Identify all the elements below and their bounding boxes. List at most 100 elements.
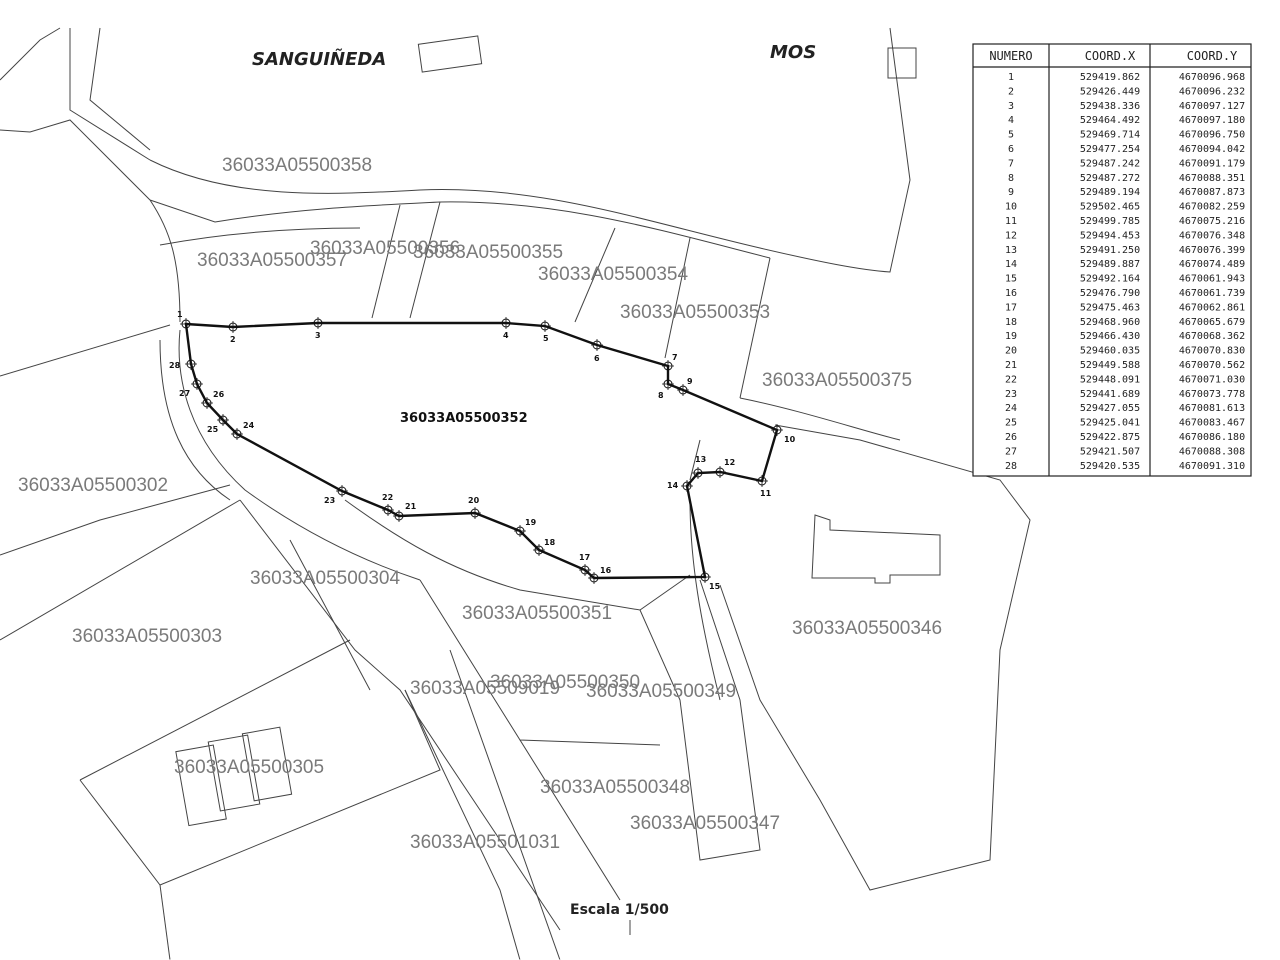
table-cell-coord-x: 529477.254	[1080, 144, 1140, 155]
table-header-numero: NUMERO	[989, 49, 1032, 63]
vertex-number: 26	[213, 390, 225, 399]
table-cell-coord-y: 4670091.310	[1179, 461, 1245, 472]
vertex-number: 19	[525, 518, 537, 527]
vertex-number: 7	[672, 353, 678, 362]
table-cell-coord-y: 4670096.232	[1179, 86, 1245, 97]
table-cell-numero: 22	[1005, 374, 1017, 385]
vertex-crosshair	[681, 480, 693, 492]
table-cell-numero: 11	[1005, 216, 1017, 227]
vertex-number: 20	[468, 496, 480, 505]
table-cell-coord-y: 4670087.873	[1179, 187, 1245, 198]
table-cell-coord-x: 529422.875	[1080, 432, 1140, 443]
table-cell-numero: 1	[1008, 72, 1014, 83]
vertex-crosshair	[714, 466, 726, 478]
table-cell-numero: 17	[1005, 302, 1017, 313]
table-cell-numero: 2	[1008, 86, 1014, 97]
table-cell-coord-y: 4670071.030	[1179, 374, 1245, 385]
main-parcel-boundary	[184, 321, 779, 580]
table-header-coord-x: COORD.X	[1085, 49, 1136, 63]
vertex-number: 17	[579, 553, 590, 562]
table-cell-coord-x: 529460.035	[1080, 346, 1140, 357]
table-cell-coord-y: 4670075.216	[1179, 216, 1245, 227]
vertex-crosshair	[771, 424, 783, 436]
vertex-number: 15	[709, 582, 721, 591]
table-cell-numero: 9	[1008, 187, 1014, 198]
parcel-label: 36033A05500303	[72, 626, 222, 647]
table-cell-numero: 25	[1005, 418, 1017, 429]
vertex-number: 27	[179, 389, 190, 398]
vertex-number: 28	[169, 361, 181, 370]
vertex-number: 9	[687, 377, 693, 386]
table-cell-coord-y: 4670094.042	[1179, 144, 1245, 155]
table-cell-coord-x: 529489.887	[1080, 259, 1140, 270]
table-cell-numero: 26	[1005, 432, 1017, 443]
table-cell-numero: 20	[1005, 346, 1017, 357]
vertex-number: 23	[324, 496, 335, 505]
parcel-boundaries	[0, 27, 1280, 960]
table-cell-coord-y: 4670086.180	[1179, 432, 1245, 443]
vertex-crosshair	[231, 428, 243, 440]
vertex-number: 22	[382, 493, 393, 502]
vertex-number: 1	[177, 310, 183, 319]
table-cell-coord-y: 4670097.180	[1179, 115, 1245, 126]
vertex-crosshair	[588, 572, 600, 584]
table-cell-coord-y: 4670074.489	[1179, 259, 1245, 270]
parcel-label: 36033A05500356	[310, 238, 460, 259]
table-cell-coord-y: 4670068.362	[1179, 331, 1245, 342]
table-cell-coord-x: 529469.714	[1080, 130, 1140, 141]
vertex-number: 12	[724, 458, 735, 467]
parcel-label: 36033A05500353	[620, 302, 770, 323]
vertex-crosshair	[185, 358, 197, 370]
vertex-number: 10	[784, 435, 796, 444]
vertex-crosshair	[217, 414, 229, 426]
table-cell-coord-x: 529489.194	[1080, 187, 1140, 198]
table-cell-coord-x: 529502.465	[1080, 202, 1140, 213]
parcel-label: 36033A05500304	[250, 568, 400, 589]
table-header-coord-y: COORD.Y	[1187, 49, 1238, 63]
table-cell-coord-y: 4670081.613	[1179, 403, 1245, 414]
table-cell-coord-x: 529487.242	[1080, 158, 1140, 169]
table-cell-coord-x: 529475.463	[1080, 302, 1140, 313]
vertex-crosshair	[692, 467, 704, 479]
table-cell-coord-x: 529492.164	[1080, 274, 1140, 285]
vertex-crosshair	[514, 525, 526, 537]
table-cell-coord-x: 529448.091	[1080, 374, 1140, 385]
scale-label: Escala 1/500	[570, 902, 669, 918]
vertex-number: 18	[544, 538, 556, 547]
table-cell-coord-x: 529494.453	[1080, 230, 1140, 241]
table-cell-coord-y: 4670091.179	[1179, 158, 1245, 169]
table-cell-numero: 18	[1005, 317, 1017, 328]
table-cell-coord-x: 529421.507	[1080, 446, 1140, 457]
parcel-label: 36033A05509019	[410, 678, 560, 699]
table-frame	[972, 43, 1252, 477]
table-cell-coord-y: 4670088.351	[1179, 173, 1245, 184]
table-cell-coord-x: 529491.250	[1080, 245, 1140, 256]
vertex-crosshair	[201, 397, 213, 409]
vertex-number: 2	[230, 335, 236, 344]
table-cell-coord-x: 529427.055	[1080, 403, 1140, 414]
vertex-number: 14	[667, 481, 679, 490]
table-cell-coord-y: 4670070.830	[1179, 346, 1245, 357]
vertex-crosshair	[677, 384, 689, 396]
vertex-number: 6	[594, 354, 600, 363]
table-cell-coord-y: 4670076.399	[1179, 245, 1245, 256]
parcel-label: 36033A05500347	[630, 813, 780, 834]
vertex-crosshair	[662, 360, 674, 372]
table-cell-coord-x: 529449.588	[1080, 360, 1140, 371]
vertex-crosshair	[191, 378, 203, 390]
parcel-label: 36033A05500350	[490, 672, 640, 693]
table-cell-numero: 4	[1008, 115, 1014, 126]
vertex-crosshair	[312, 317, 324, 329]
vertex-crosshair	[591, 339, 603, 351]
table-cell-coord-y: 4670061.739	[1179, 288, 1245, 299]
table-cell-coord-x: 529441.689	[1080, 389, 1140, 400]
vertex-crosshair	[336, 485, 348, 497]
vertex-crosshair	[382, 504, 394, 516]
parcel-label: 36033A05500348	[540, 777, 690, 798]
vertex-number: 25	[207, 425, 219, 434]
parcel-label: 36033A05500346	[792, 618, 942, 639]
